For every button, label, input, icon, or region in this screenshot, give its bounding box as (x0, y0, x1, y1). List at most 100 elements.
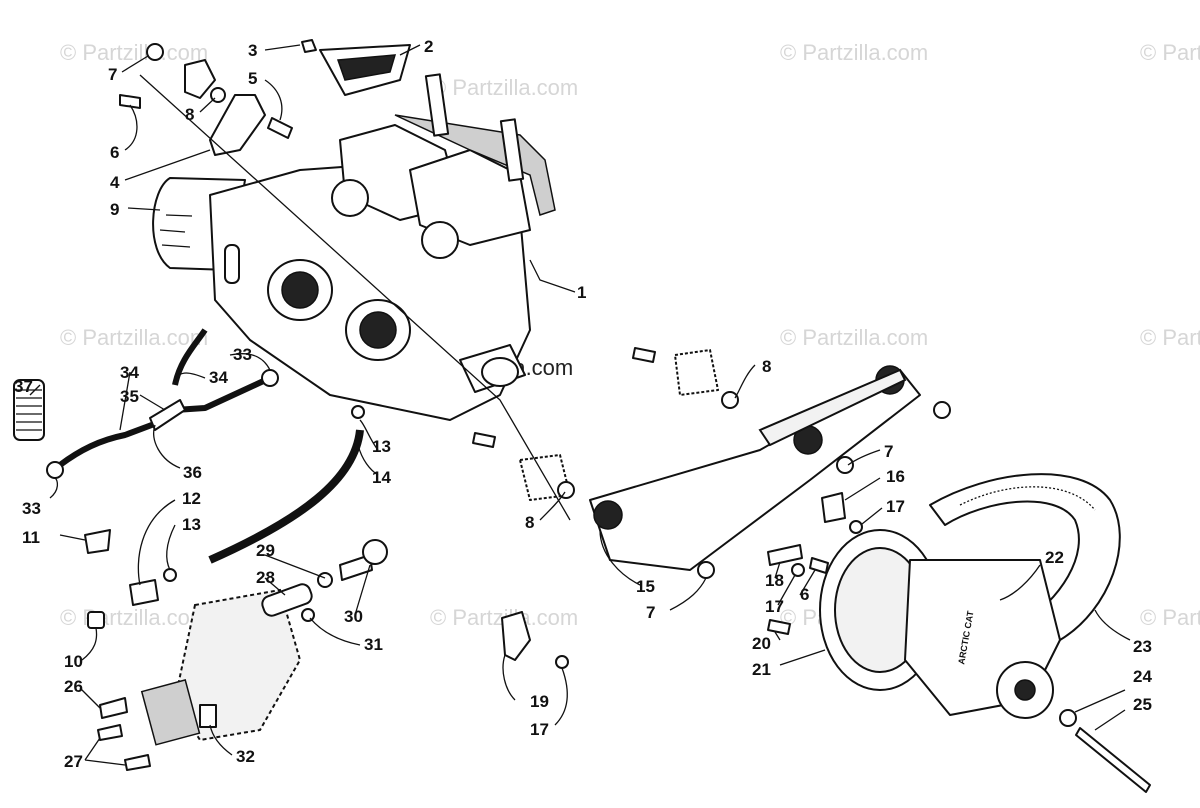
callout-20: 20 (752, 634, 771, 653)
engine-assembly (152, 73, 556, 421)
clutch-bore (1014, 679, 1036, 701)
callout-10: 10 (64, 652, 83, 671)
spring-37 (13, 379, 45, 441)
leader-24 (1074, 689, 1126, 713)
leader-19 (502, 654, 516, 701)
leader-5 (264, 79, 283, 121)
callout-8-lower: 8 (525, 513, 534, 532)
oil-pump-body (140, 679, 201, 746)
leader-28 (264, 577, 286, 596)
leader-17c (554, 667, 568, 726)
cover-fins (159, 214, 193, 248)
callout-33-upper: 33 (233, 345, 252, 364)
callout-30: 30 (344, 607, 363, 626)
callout-4: 4 (110, 173, 120, 192)
washer-24 (1059, 709, 1077, 727)
bolt-head-30 (362, 539, 388, 565)
spacer-18 (767, 544, 803, 566)
callout-5: 5 (248, 69, 257, 88)
spacer-28 (261, 583, 313, 617)
bolt-17b (791, 563, 805, 577)
leader-21 (779, 649, 826, 666)
fuel-line-group (13, 328, 365, 629)
callout-18: 18 (765, 571, 784, 590)
bolt-25 (1075, 727, 1151, 793)
callout-29: 29 (256, 541, 275, 560)
crank-end (481, 357, 519, 387)
callout-24: 24 (1133, 667, 1152, 686)
leader-18 (774, 561, 781, 579)
leader-3 (264, 44, 301, 51)
watermark: © Partzilla.com (1140, 605, 1200, 630)
clamp-13-upper (351, 405, 365, 419)
fitting-12 (129, 579, 159, 606)
callout-26: 26 (64, 677, 83, 696)
callout-1: 1 (577, 283, 586, 302)
watermark: © Partzilla.com (780, 40, 928, 65)
leader-16 (844, 477, 881, 501)
callout-15: 15 (636, 577, 655, 596)
leader-26 (79, 687, 101, 709)
callout-17c: 17 (530, 720, 549, 739)
callout-labels: 1 2 3 4 5 6 6 7 7 7 8 8 8 9 10 11 12 13 … (14, 37, 1152, 771)
nut-7-mid (836, 456, 854, 474)
bolt-17c (555, 655, 569, 669)
leader-20 (774, 631, 781, 641)
watermark: © Partzilla.com (430, 75, 578, 100)
leader-lines (29, 44, 1131, 766)
leader-11 (59, 534, 86, 541)
bolt-upper (632, 347, 656, 363)
leader-30 (354, 564, 371, 616)
clamp-33 (46, 461, 64, 479)
callout-36: 36 (183, 463, 202, 482)
hose-34a (58, 417, 167, 468)
leader-17a (861, 507, 883, 525)
leader-8 (199, 97, 216, 113)
washer-29 (317, 572, 333, 588)
leader-13a (359, 419, 379, 451)
leader-34a (174, 372, 206, 381)
callout-34-left: 34 (120, 363, 139, 382)
clamp-33b (261, 369, 279, 387)
callout-8-upper: 8 (762, 357, 771, 376)
leader-7-low (669, 577, 707, 611)
callout-9: 9 (110, 200, 119, 219)
spark-plug-boot-2 (499, 118, 525, 182)
bolt-lower (472, 432, 496, 448)
leader-15 (599, 529, 641, 586)
callout-25: 25 (1133, 695, 1152, 714)
callout-3: 3 (248, 41, 257, 60)
damper-8-upper (674, 349, 719, 396)
callout-6-plate: 6 (800, 585, 809, 604)
leader-32 (209, 724, 233, 756)
bolt-30 (339, 554, 373, 581)
callout-21: 21 (752, 660, 771, 679)
leader-34b (119, 371, 131, 431)
callout-33-lower: 33 (22, 499, 41, 518)
watermark: © Partzilla.com (780, 325, 928, 350)
leader-25 (1094, 709, 1126, 731)
motor-mount-4 (209, 94, 266, 156)
leader-12 (137, 499, 176, 586)
callout-17b: 17 (765, 597, 784, 616)
callout-7-low: 7 (646, 603, 655, 622)
callout-12: 12 (182, 489, 201, 508)
callout-34-upper: 34 (209, 368, 228, 387)
callout-19: 19 (530, 692, 549, 711)
callout-7-mid: 7 (884, 442, 893, 461)
watermark: © Partzilla.com (60, 40, 208, 65)
leader-35 (139, 394, 166, 411)
callout-2: 2 (424, 37, 433, 56)
callout-35: 35 (120, 387, 139, 406)
leader-27 (84, 737, 126, 766)
nut-7 (146, 43, 164, 61)
bracket-19 (501, 611, 531, 661)
leader-6-plate (799, 569, 816, 596)
clamp-13 (163, 568, 177, 582)
leader-10 (81, 627, 98, 661)
leader-engine-axis (139, 74, 571, 521)
bolt-5 (267, 117, 293, 139)
nut-7-right (933, 401, 951, 419)
leader-37 (29, 384, 41, 396)
screw-27a (97, 724, 123, 741)
